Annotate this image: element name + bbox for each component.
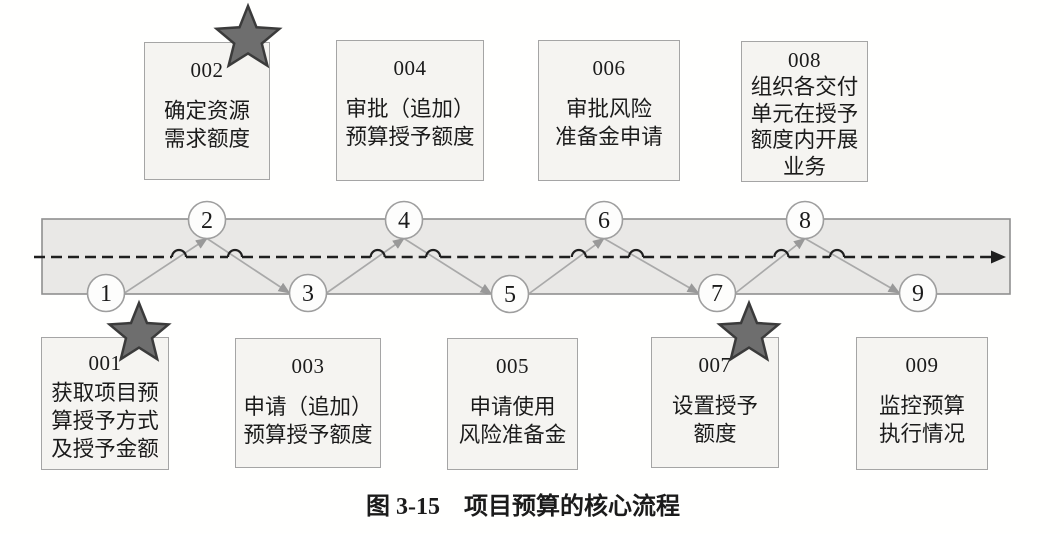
flow-arrow-3-to-4	[326, 237, 405, 294]
process-box-label-line: 审批（追加）	[345, 97, 475, 121]
process-box-007: 007 设置授予额度	[651, 337, 779, 468]
figure-title: 项目预算的核心流程	[464, 493, 680, 520]
process-box-005: 005 申请使用风险准备金	[447, 338, 578, 470]
process-box-label-line: 需求额度	[163, 127, 250, 151]
process-box-label-line: 预算授予额度	[243, 423, 373, 447]
process-box-label-line: 审批风险	[565, 97, 652, 121]
process-box-label-line: 确定资源	[163, 99, 250, 123]
process-box-label-line: 组织各交付	[750, 75, 859, 99]
step-circle-number-1: 1	[100, 281, 112, 307]
step-circle-number-9: 9	[912, 281, 924, 307]
step-circle-number-7: 7	[711, 281, 723, 307]
line-hop-icon	[226, 248, 244, 258]
step-circle-number-3: 3	[302, 281, 314, 307]
flow-arrow-2-to-3	[206, 237, 291, 294]
flow-arrow-5-to-6	[527, 237, 605, 295]
figure-number: 图 3-15	[366, 494, 440, 520]
line-hop-icon	[369, 248, 386, 258]
step-circle-number-6: 6	[598, 208, 610, 234]
step-circle-2	[187, 200, 227, 240]
process-box-label-line: 预算授予额度	[345, 125, 475, 149]
process-box-label-line: 申请（追加）	[243, 395, 373, 419]
process-box-label-line: 算授予方式	[51, 409, 159, 433]
process-box-006: 006 审批风险准备金申请	[538, 40, 680, 181]
line-hop-icon	[570, 248, 587, 258]
process-box-label-line: 执行情况	[878, 422, 965, 446]
step-circle-6	[584, 200, 624, 240]
figure-caption: 图 3-15 项目预算的核心流程	[0, 486, 1046, 521]
process-box-label-line: 单元在授予	[750, 101, 859, 126]
line-hop-icon	[170, 248, 188, 258]
process-box-code: 007	[698, 353, 732, 377]
process-box-label-line: 监控预算	[878, 394, 965, 418]
process-box-label-line: 获取项目预	[51, 381, 159, 405]
line-hop-icon	[773, 248, 790, 258]
process-box-label-line: 及授予金额	[51, 437, 159, 461]
step-circle-number-5: 5	[504, 282, 516, 308]
flow-arrow-7-to-8	[734, 237, 806, 294]
process-box-001: 001 获取项目预算授予方式及授予金额	[41, 337, 169, 470]
process-box-code: 006	[592, 56, 626, 80]
step-circle-9	[898, 273, 938, 313]
flow-arrow-1-to-2	[124, 237, 208, 294]
step-circle-5	[490, 274, 530, 314]
flow-arrow-8-to-9	[804, 237, 901, 294]
line-hop-icon	[828, 248, 846, 258]
process-box-009: 009 监控预算执行情况	[856, 337, 988, 470]
process-box-002: 002 确定资源需求额度	[144, 42, 270, 180]
process-box-code: 001	[88, 351, 122, 375]
timeline-arrowhead-icon	[991, 250, 1006, 264]
flow-arrow-6-to-7	[603, 237, 700, 294]
process-box-code: 003	[291, 354, 325, 378]
step-circle-number-2: 2	[201, 208, 213, 234]
step-circle-number-8: 8	[799, 208, 811, 234]
flow-arrow-4-to-5	[403, 237, 493, 295]
process-box-003: 003 申请（追加） 预算授予额度	[235, 338, 381, 468]
process-box-code: 005	[496, 354, 529, 378]
step-circle-4	[384, 200, 424, 240]
process-box-004: 004 审批（追加） 预算授予额度	[336, 40, 484, 181]
process-box-label-line: 风险准备金	[458, 423, 567, 447]
process-box-008: 008 组织各交付单元在授予额度内开展业务	[741, 41, 868, 182]
step-circle-8	[785, 200, 825, 240]
process-box-label-line: 额度	[693, 422, 737, 446]
process-box-label-line: 申请使用	[469, 395, 556, 419]
process-box-code: 008	[788, 48, 821, 72]
line-hop-icon	[627, 248, 645, 258]
step-circle-3	[288, 273, 328, 313]
process-box-code: 009	[905, 353, 939, 377]
process-box-code: 002	[190, 58, 224, 82]
process-box-label-line: 额度内开展	[750, 128, 859, 152]
process-box-label-line: 设置授予	[671, 394, 758, 418]
process-box-label-line: 业务	[782, 154, 826, 179]
process-box-label-line: 准备金申请	[555, 125, 663, 149]
line-hop-icon	[425, 248, 442, 258]
process-box-code: 004	[393, 56, 427, 80]
step-circle-number-4: 4	[398, 208, 410, 234]
